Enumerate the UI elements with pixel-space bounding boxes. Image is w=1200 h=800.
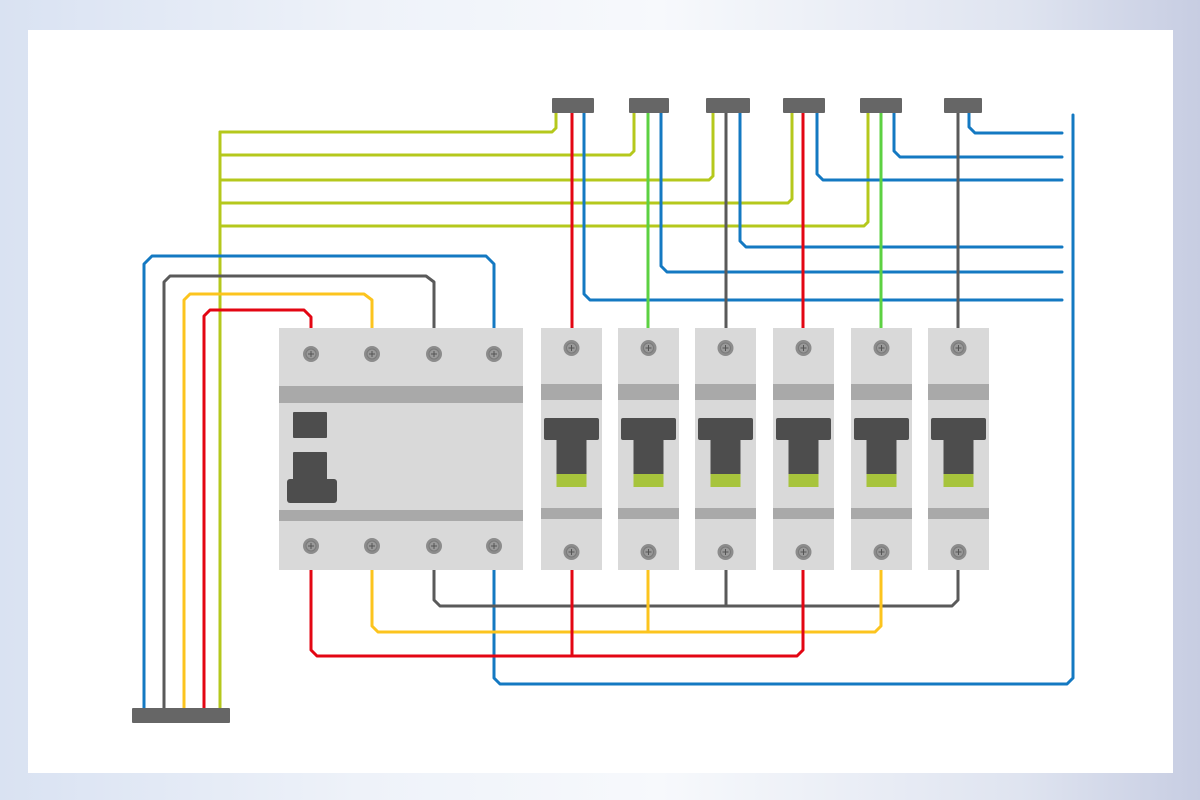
breaker-5-toggle <box>866 438 897 474</box>
breaker-4-bottom-band <box>773 508 834 519</box>
rcd-out-yellow <box>370 544 883 634</box>
neutral-return-5 <box>659 110 1064 274</box>
supply-phase-l1 <box>202 308 313 712</box>
rcd-top-terminal-4-slot <box>491 351 497 357</box>
rcd-bottom-terminal-4-slot <box>491 543 497 549</box>
breaker-2-bottom-terminal-slot <box>645 549 652 555</box>
earth-wire-3 <box>218 110 715 182</box>
breaker-3-bottom-terminal-slot <box>722 549 729 555</box>
breaker-5-top-terminal-slot <box>878 345 885 351</box>
breaker-1-top-terminal-slot <box>568 345 575 351</box>
breaker-3-bottom-band <box>695 508 756 519</box>
breaker-2-indicator <box>633 474 664 487</box>
rcd-lever-base <box>287 479 337 503</box>
rcd-test-button <box>293 412 327 438</box>
top-terminal-block-4 <box>783 98 825 113</box>
breaker-5-toggle-cap <box>854 418 909 440</box>
breaker-3-top-band <box>695 384 756 400</box>
breaker-5-top-band <box>851 384 912 400</box>
breaker-6-toggle-cap <box>931 418 986 440</box>
rcd-out-gray <box>432 544 960 608</box>
breaker-1-toggle-cap <box>544 418 599 440</box>
breaker-6-toggle <box>943 438 974 474</box>
breaker-1-bottom-terminal-slot <box>568 549 575 555</box>
breaker-4-top-band <box>773 384 834 400</box>
breaker-5-indicator <box>866 474 897 487</box>
breaker-6-bottom-band <box>928 508 989 519</box>
rcd-top-terminal-2-slot <box>369 351 375 357</box>
supply-terminal-bar <box>132 708 230 723</box>
breaker-1-top-band <box>541 384 602 400</box>
breaker-6-top-terminal-slot <box>955 345 962 351</box>
breaker-5-bottom-terminal-slot <box>878 549 885 555</box>
supply-phase-l2 <box>182 292 374 712</box>
breaker-4-indicator <box>788 474 819 487</box>
breaker-4-toggle-cap <box>776 418 831 440</box>
breaker-2-top-band <box>618 384 679 400</box>
breaker-4-top-terminal-slot <box>800 345 807 351</box>
rcd-bottom-terminal-1-slot <box>308 543 314 549</box>
breaker-3-toggle <box>710 438 741 474</box>
breaker-6-top-band <box>928 384 989 400</box>
neutral-return-4 <box>738 110 1064 249</box>
breaker-1-toggle <box>556 438 587 474</box>
breaker-2-toggle <box>633 438 664 474</box>
breaker-3-toggle-cap <box>698 418 753 440</box>
rcd-out-red <box>309 544 805 658</box>
rcd-top-terminal-3-slot <box>431 351 437 357</box>
earth-wire-5 <box>218 110 870 228</box>
earth-wire-1 <box>218 110 558 134</box>
neutral-return-3 <box>815 110 1064 182</box>
breaker-4-toggle <box>788 438 819 474</box>
breaker-5-bottom-band <box>851 508 912 519</box>
breaker-6-bottom-terminal-slot <box>955 549 962 555</box>
breaker-2-bottom-band <box>618 508 679 519</box>
top-terminal-block-1 <box>552 98 594 113</box>
rcd-module-body <box>279 328 523 570</box>
top-terminal-block-2 <box>629 98 669 113</box>
neutral-return-1 <box>967 110 1064 135</box>
rcd-bottom-terminal-2-slot <box>369 543 375 549</box>
breaker-4-bottom-terminal-slot <box>800 549 807 555</box>
rcd-top-band <box>279 386 523 403</box>
breaker-1-indicator <box>556 474 587 487</box>
breaker-3-indicator <box>710 474 741 487</box>
rcd-top-terminal-1-slot <box>308 351 314 357</box>
supply-phase-l3 <box>162 274 436 712</box>
breaker-2-top-terminal-slot <box>645 345 652 351</box>
breaker-1-bottom-band <box>541 508 602 519</box>
breaker-2-toggle-cap <box>621 418 676 440</box>
supply-neutral <box>142 254 496 712</box>
rcd-bottom-band <box>279 510 523 521</box>
rcd-bottom-terminal-3-slot <box>431 543 437 549</box>
earth-wire-2 <box>218 110 636 157</box>
neutral-return-2 <box>892 110 1064 159</box>
top-terminal-block-5 <box>860 98 902 113</box>
breaker-3-top-terminal-slot <box>722 345 729 351</box>
top-terminal-block-6 <box>944 98 982 113</box>
breaker-6-indicator <box>943 474 974 487</box>
rcd-lever <box>293 452 327 480</box>
earth-wire-4 <box>218 110 794 205</box>
neutral-return-6 <box>582 110 1064 302</box>
top-terminal-block-3 <box>706 98 750 113</box>
